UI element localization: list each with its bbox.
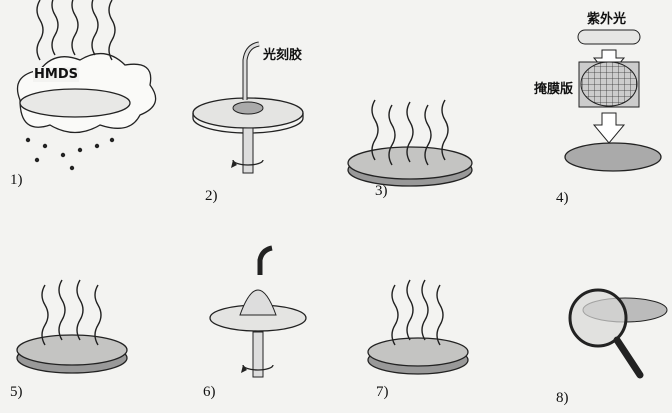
step6-develop-spin xyxy=(209,245,307,378)
step-8-label: 8) xyxy=(556,390,569,406)
uv-light-label: 紫外光 xyxy=(586,8,628,27)
step8-inspection xyxy=(568,288,668,379)
step-4-label: 4) xyxy=(556,190,569,206)
step3-soft-bake xyxy=(347,99,473,187)
mask-label: 掩膜版 xyxy=(533,78,575,97)
step-7-label: 7) xyxy=(376,384,389,400)
step7-hard-bake xyxy=(367,279,469,375)
step5-post-exposure-bake xyxy=(16,279,128,374)
hmds-label: HMDS xyxy=(33,67,79,82)
step2-resist-spin xyxy=(192,41,304,174)
step-2-label: 2) xyxy=(205,188,218,204)
step-1-label: 1) xyxy=(10,172,23,188)
step-3-label: 3) xyxy=(375,183,388,199)
step-5-label: 5) xyxy=(10,384,23,400)
photoresist-label: 光刻胶 xyxy=(262,44,304,63)
step1-hmds-vapor xyxy=(16,0,157,171)
step4-exposure xyxy=(564,29,662,172)
step-6-label: 6) xyxy=(203,384,216,400)
